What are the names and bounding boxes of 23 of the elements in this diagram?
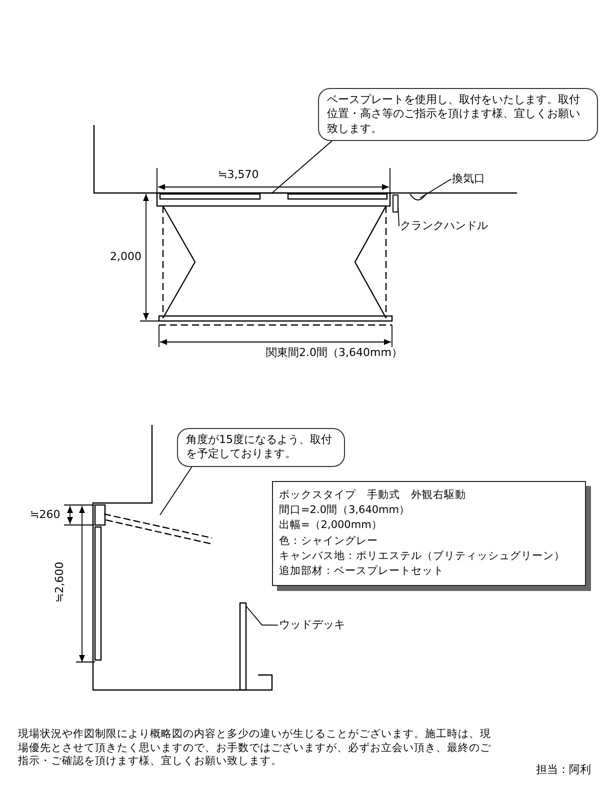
dimension-label: ≒260 [30, 508, 60, 522]
dimension-label: ≒3,570 [218, 168, 259, 182]
callout-bubble: 角度が15度になるよう、取付を予定しております。 [177, 428, 345, 467]
spec-line: ボックスタイプ 手動式 外観右駆動 [279, 488, 467, 503]
note-text: 現場状況や作図制限により概略図の内容と多少の違いが生じることがございます。施工時は、現場優先とさせて頂きたく思いますので、お手数ではございますが、必ずお立会い頂き、最終のご指示・ご確認を頂けます様、宜しくお願い致します。 [18, 728, 492, 769]
dimension-label: ≒2,600 [53, 562, 68, 602]
spec-line: 間口=2.0間（3,640mm） [279, 503, 412, 518]
leader-line [398, 204, 400, 227]
spec-line: キャンバス地：ポリエステル（ブリティッシュグリーン） [279, 548, 566, 564]
part-label: クランクハンドル [400, 219, 488, 234]
part-label: ウッドデッキ [279, 618, 345, 632]
dimension-label: 2,000 [110, 250, 142, 264]
leader-line [160, 466, 192, 516]
part-label: 換気口 [452, 172, 485, 186]
leader-line [420, 178, 452, 198]
leader-line [272, 140, 332, 194]
callout-bubble: ベースプレートを使用し、取付をいたします。取付位置・高さ等のご指示を頂けます様、宜しくお願い致します。 [318, 88, 598, 141]
spec-line: 色：シャイングレー [279, 534, 379, 549]
dimension-label: 関東間2.0間（3,640mm） [266, 346, 402, 360]
leader-line [246, 606, 278, 626]
spec-line: 出幅=（2,000mm） [279, 518, 384, 534]
spec-line: 追加部材：ベースプレートセット [279, 564, 445, 580]
staff-label: 担当：阿利 [536, 763, 591, 778]
